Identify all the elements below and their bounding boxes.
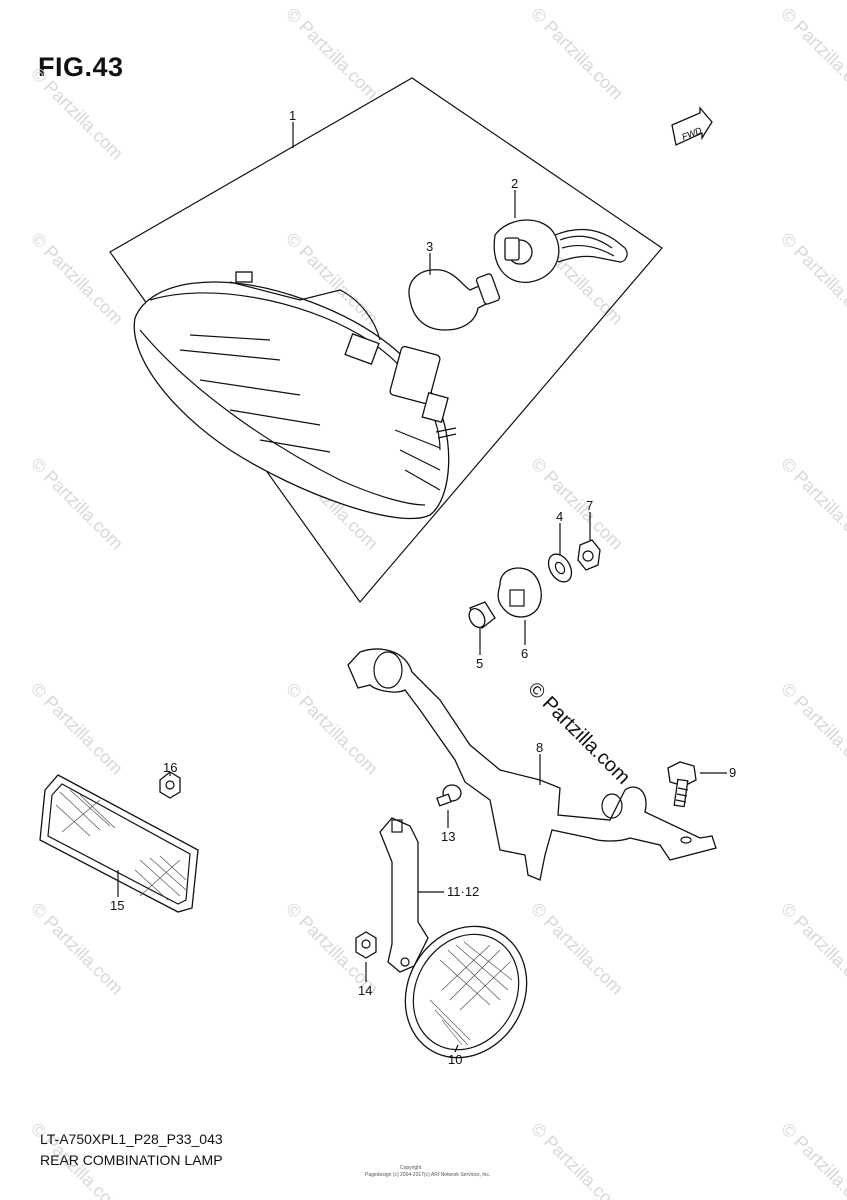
figure-description: REAR COMBINATION LAMP bbox=[40, 1152, 223, 1168]
copyright-line: Copyright bbox=[400, 1165, 422, 1171]
watermark: © Partzilla.com bbox=[27, 454, 127, 554]
bulb bbox=[408, 269, 501, 331]
callout-7: 7 bbox=[586, 498, 593, 513]
bolt bbox=[667, 761, 697, 808]
callout-8: 8 bbox=[536, 740, 543, 755]
watermark: © Partzilla.com bbox=[27, 64, 127, 164]
lamp-assembly-boundary bbox=[109, 77, 663, 603]
lamp-housing bbox=[133, 271, 457, 520]
washer bbox=[547, 553, 573, 583]
watermark: © Partzilla.com bbox=[282, 4, 382, 104]
copyright-line: Pagedesign (c) 2004-2017(c) ARI Network … bbox=[365, 1172, 491, 1178]
socket bbox=[493, 219, 628, 283]
watermark: © Partzilla.com bbox=[527, 899, 627, 999]
watermark: © Partzilla.com bbox=[777, 1119, 847, 1200]
watermark: © Partzilla.com bbox=[777, 229, 847, 329]
watermark: © Partzilla.com bbox=[527, 4, 627, 104]
reflector-round bbox=[404, 925, 528, 1059]
fwd-arrow-icon: FWD bbox=[671, 106, 713, 146]
watermark: © Partzilla.com bbox=[777, 899, 847, 999]
watermark: © Partzilla.com bbox=[27, 679, 127, 779]
watermark: © Partzilla.com bbox=[27, 899, 127, 999]
collar bbox=[468, 601, 496, 629]
watermark: © Partzilla.com bbox=[777, 454, 847, 554]
callout-11-12: 11·12 bbox=[447, 884, 479, 899]
nut-7 bbox=[577, 539, 601, 571]
stay-bracket bbox=[379, 817, 429, 973]
model-code: LT-A750XPL1_P28_P33_043 bbox=[40, 1131, 223, 1147]
watermark: © Partzilla.com bbox=[777, 679, 847, 779]
watermark: © Partzilla.com bbox=[527, 454, 627, 554]
callout-10: 10 bbox=[448, 1052, 462, 1067]
callout-4: 4 bbox=[556, 509, 563, 524]
callout-6: 6 bbox=[521, 646, 528, 661]
leader-lines bbox=[117, 122, 727, 1053]
callout-3: 3 bbox=[426, 239, 433, 254]
callout-13: 13 bbox=[441, 829, 455, 844]
watermark: © Partzilla.com bbox=[282, 679, 382, 779]
figure-title: FIG.43 bbox=[38, 52, 124, 82]
callout-14: 14 bbox=[358, 983, 372, 998]
nut-14 bbox=[355, 931, 377, 959]
callout-1: 1 bbox=[289, 108, 296, 123]
callout-5: 5 bbox=[476, 656, 483, 671]
watermark: © Partzilla.com bbox=[777, 4, 847, 104]
watermark: © Partzilla.com bbox=[527, 1119, 627, 1200]
watermark: © Partzilla.com bbox=[27, 229, 127, 329]
reflector-rectangular bbox=[39, 774, 199, 913]
callout-2: 2 bbox=[511, 176, 518, 191]
callout-15: 15 bbox=[110, 898, 124, 913]
screw bbox=[436, 784, 462, 807]
callout-labels: 1 2 3 4 5 6 7 8 9 10 11·12 13 14 15 16 bbox=[110, 108, 736, 1067]
callout-9: 9 bbox=[729, 765, 736, 780]
callout-16: 16 bbox=[163, 760, 177, 775]
grommet bbox=[497, 567, 542, 618]
bracket bbox=[347, 648, 717, 881]
